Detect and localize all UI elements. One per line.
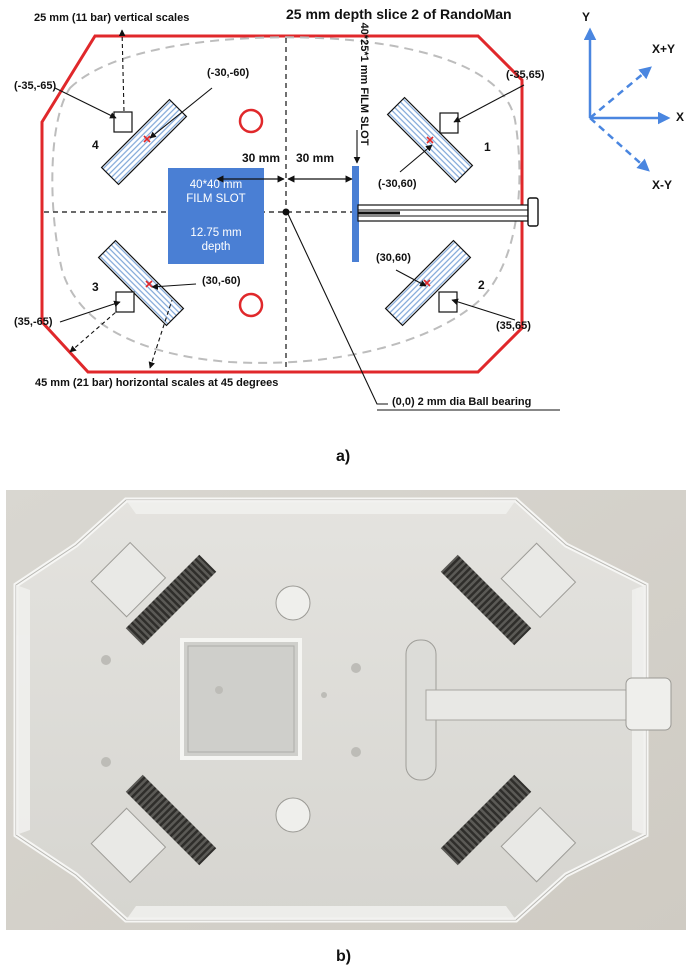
coord-label-c7: (30,60): [376, 252, 411, 264]
vertical-scales-note: 25 mm (11 bar) vertical scales: [34, 12, 190, 24]
photo-dots: [101, 655, 361, 767]
axis-label-xmy: X-Y: [652, 178, 673, 192]
photo-rod: [425, 689, 647, 721]
photo-film-slot-big: [180, 638, 302, 760]
vertical-scale-box-4: [113, 111, 133, 133]
scale-number-1: 1: [484, 140, 491, 154]
body-contour-dashed: [51, 36, 521, 364]
coord-label-c6: (35,-65): [14, 316, 53, 328]
phantom-photo: [6, 490, 686, 930]
scale-number-2: 2: [478, 278, 485, 292]
phantom-diagram: [40, 27, 671, 411]
ball-bearing-note: (0,0) 2 mm dia Ball bearing: [392, 396, 532, 408]
axis-label-xpy: X+Y: [652, 42, 676, 56]
axis-label-y: Y: [582, 10, 591, 24]
scale-number-3: 3: [92, 280, 99, 294]
coord-label-c4: (-30,60): [378, 178, 417, 190]
bore-hole-top: [238, 108, 264, 134]
film-slot-big-line2: FILM SLOT: [186, 193, 246, 205]
coord-label-c3: (-35,65): [506, 69, 545, 81]
dim-left-label: 30 mm: [242, 151, 281, 165]
photo-spring-scale-br: [440, 774, 532, 866]
photo-vertical-scale-holders: [90, 541, 577, 884]
axis-label-x: X: [676, 110, 685, 124]
dim-right-label: 30 mm: [296, 151, 335, 165]
photo-pegs: [275, 585, 311, 833]
vertical-scale-box-1: [439, 112, 459, 134]
horizontal-scales-note: 45 mm (21 bar) horizontal scales at 45 d…: [35, 377, 279, 389]
coord-label-c8: (35,65): [496, 320, 531, 332]
scale-number-4: 4: [92, 138, 99, 152]
bore-hole-bottom: [238, 292, 264, 318]
rod-assembly: [357, 197, 539, 227]
coord-label-c5: (30,-60): [202, 275, 241, 287]
leader-lines: [54, 84, 525, 323]
photo-spring-scale-tl: [125, 554, 217, 646]
film-slot-big-label: 40*40 mm FILM SLOT 12.75 mm depth: [168, 178, 264, 254]
film-slot-big: [168, 168, 264, 264]
caption-b: b): [336, 948, 352, 965]
phantom-outline: [40, 34, 524, 374]
photo-spring-scale-bl: [125, 774, 217, 866]
caption-a: a): [336, 448, 351, 465]
ball-bearing-leader: [287, 213, 388, 405]
diagram-title: 25 mm depth slice 2 of RandoMan: [286, 6, 512, 22]
film-slot-big-line1: 40*40 mm: [189, 179, 243, 191]
note-leaders: [69, 29, 173, 369]
photo-spring-scale-tr: [440, 554, 532, 646]
coord-label-c2: (-30,-60): [207, 67, 250, 79]
coord-label-c1: (-35,-65): [14, 80, 57, 92]
ball-bearing: [282, 208, 290, 216]
film-slot-small-label: 40*25*1 mm FILM SLOT: [358, 22, 370, 146]
film-slot-big-line4: depth: [201, 241, 231, 253]
axis-indicator: [583, 27, 671, 172]
film-slot-small: [352, 166, 359, 262]
photo-rod-knob: [625, 677, 672, 731]
film-slot-big-line3: 12.75 mm: [190, 227, 242, 239]
vertical-scale-box-2: [438, 291, 458, 313]
